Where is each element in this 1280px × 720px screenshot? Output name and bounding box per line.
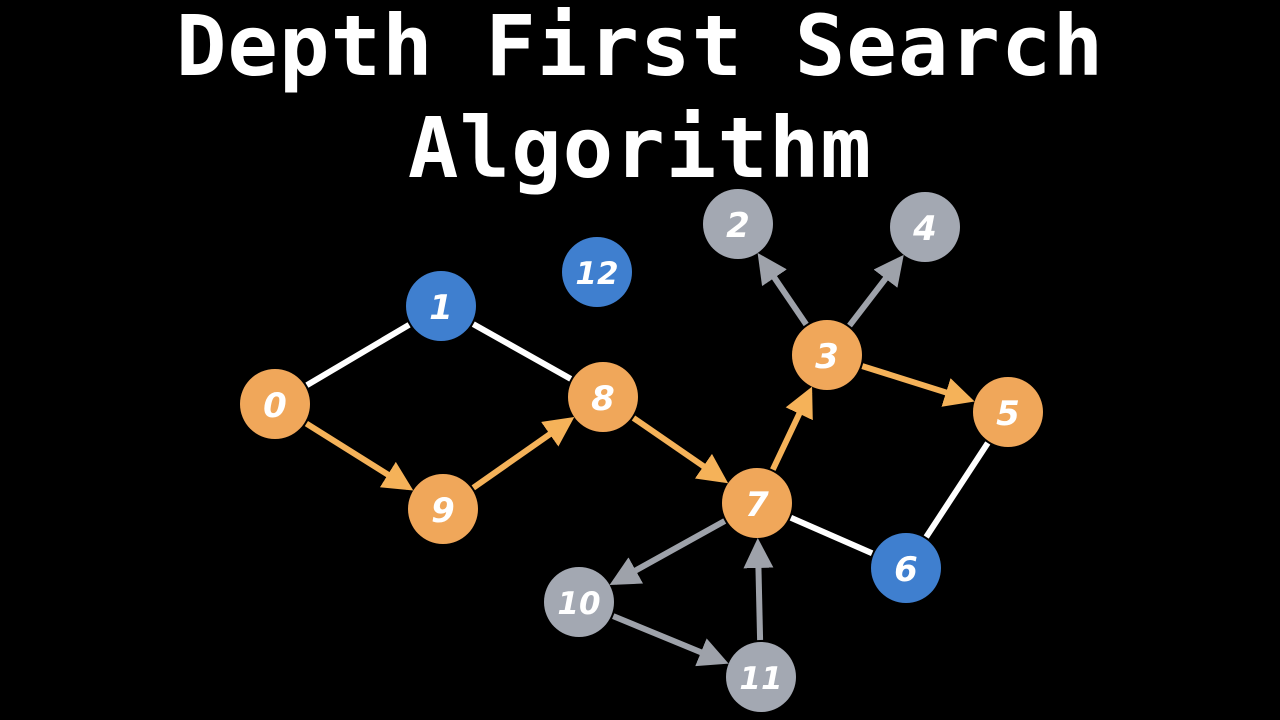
edge-8-7 xyxy=(631,415,729,484)
node-3-circle xyxy=(792,320,862,390)
edge-7-10 xyxy=(609,518,727,586)
node-9-circle xyxy=(408,474,478,544)
node-8-circle xyxy=(568,362,638,432)
title-line-1: Depth First Search xyxy=(175,0,1105,95)
node-8: 8 xyxy=(568,362,638,432)
edge-3-5 xyxy=(861,363,975,407)
edges-layer xyxy=(304,252,991,667)
node-1: 1 xyxy=(406,271,476,341)
edge-10-11 xyxy=(612,613,729,667)
node-9: 9 xyxy=(408,474,478,544)
node-11-label: 11 xyxy=(739,661,782,697)
node-3-label: 3 xyxy=(815,337,839,377)
node-12-label: 12 xyxy=(575,256,618,292)
node-1-circle xyxy=(406,271,476,341)
node-4: 4 xyxy=(890,192,960,262)
node-2: 2 xyxy=(703,189,773,259)
edge-0-1 xyxy=(305,322,411,388)
node-10-circle xyxy=(544,567,614,637)
edge-7-6 xyxy=(789,515,874,556)
node-7-label: 7 xyxy=(745,485,769,525)
node-4-circle xyxy=(890,192,960,262)
node-5: 5 xyxy=(973,377,1043,447)
node-6-label: 6 xyxy=(894,550,918,590)
node-2-label: 2 xyxy=(726,206,750,246)
node-7: 7 xyxy=(722,468,792,538)
node-7-circle xyxy=(722,468,792,538)
title-line-2: Algorithm xyxy=(407,99,873,197)
edge-11-7 xyxy=(743,538,774,641)
edge-7-3 xyxy=(770,386,813,471)
edge-9-8 xyxy=(471,417,575,491)
node-0-label: 0 xyxy=(263,386,287,426)
node-12-circle xyxy=(562,237,632,307)
node-4-label: 4 xyxy=(912,209,937,249)
edge-1-8 xyxy=(471,321,573,382)
edge-3-4 xyxy=(847,254,904,328)
edge-0-9 xyxy=(304,421,414,491)
node-8-label: 8 xyxy=(591,379,615,419)
node-10: 10 xyxy=(544,567,614,637)
node-6-circle xyxy=(871,533,941,603)
edge-5-6 xyxy=(923,441,991,539)
node-0: 0 xyxy=(240,369,310,439)
node-9-label: 9 xyxy=(431,491,455,531)
edge-3-2 xyxy=(757,252,809,327)
node-11: 11 xyxy=(726,642,796,712)
node-12: 12 xyxy=(562,237,632,307)
node-6: 6 xyxy=(871,533,941,603)
node-1-label: 1 xyxy=(429,288,453,328)
node-5-circle xyxy=(973,377,1043,447)
node-10-label: 10 xyxy=(557,586,600,622)
node-11-circle xyxy=(726,642,796,712)
node-2-circle xyxy=(703,189,773,259)
node-0-circle xyxy=(240,369,310,439)
node-5-label: 5 xyxy=(996,394,1020,434)
node-3: 3 xyxy=(792,320,862,390)
